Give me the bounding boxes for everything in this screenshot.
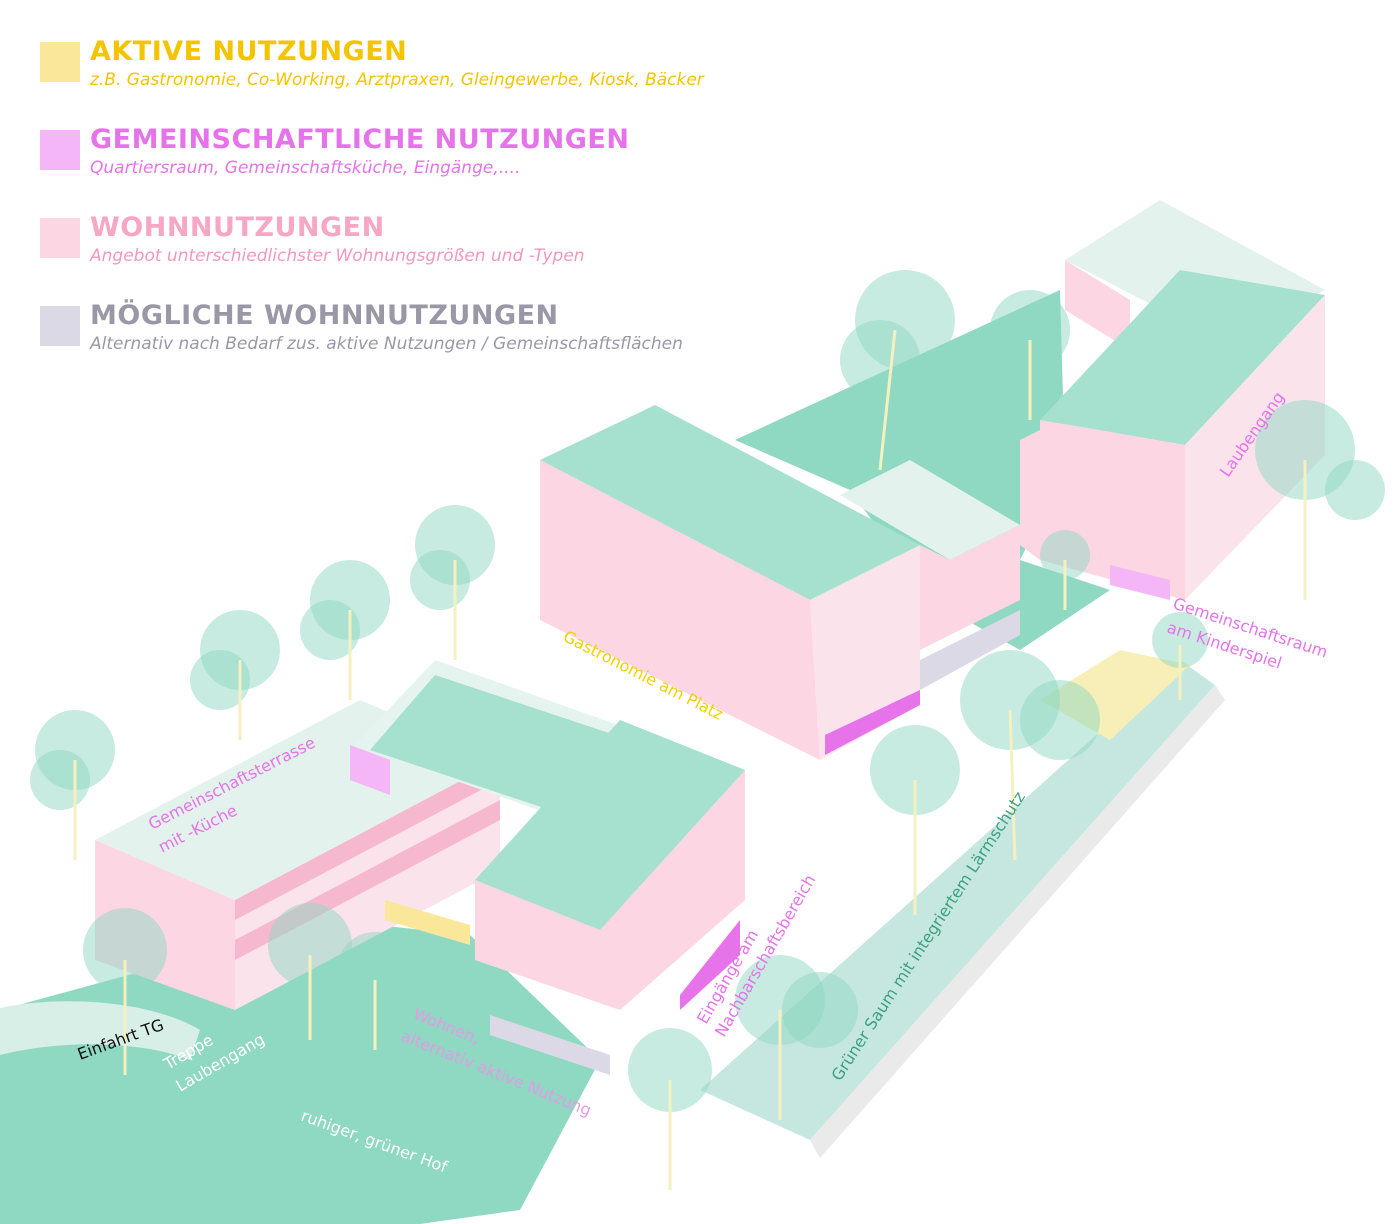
tree (870, 725, 960, 915)
legend-title-gemein: GEMEINSCHAFTLICHE NUTZUNGEN (90, 124, 630, 155)
tree (83, 908, 167, 1075)
legend-desc-wohn: Angebot unterschiedlichster Wohnungsgröß… (90, 246, 585, 266)
tree (190, 610, 280, 740)
legend-desc-aktive: z.B. Gastronomie, Co-Working, Arztpraxen… (90, 70, 704, 90)
tree (410, 505, 495, 660)
legend-title-moeglich: MÖGLICHE WOHNNUTZUNGEN (90, 300, 559, 331)
swatch-wohn (40, 218, 80, 258)
tg-ramp (0, 1001, 200, 1060)
swatch-gemein (40, 130, 80, 170)
building-middle (540, 405, 1020, 760)
legend-desc-gemein: Quartiersraum, Gemeinschaftsküche, Eingä… (90, 158, 521, 178)
swatch-aktive (40, 42, 80, 82)
tree (628, 1028, 712, 1190)
tree (990, 290, 1070, 420)
tree (30, 710, 115, 860)
swatch-moeglich (40, 306, 80, 346)
courtyard-ground (0, 920, 600, 1224)
tree (1152, 612, 1208, 700)
tree (840, 270, 955, 471)
tree (268, 903, 352, 1040)
tree (300, 560, 390, 700)
tree (1040, 530, 1090, 610)
tree (735, 955, 858, 1120)
tree (960, 650, 1100, 861)
trees (30, 270, 1385, 1190)
legend-desc-moeglich: Alternativ nach Bedarf zus. aktive Nutzu… (90, 334, 683, 354)
tree (1255, 400, 1385, 600)
legend-title-aktive: AKTIVE NUTZUNGEN (90, 36, 408, 67)
legend-title-wohn: WOHNNUTZUNGEN (90, 212, 385, 243)
tree (337, 932, 413, 1050)
noise-wall (810, 685, 1225, 1158)
